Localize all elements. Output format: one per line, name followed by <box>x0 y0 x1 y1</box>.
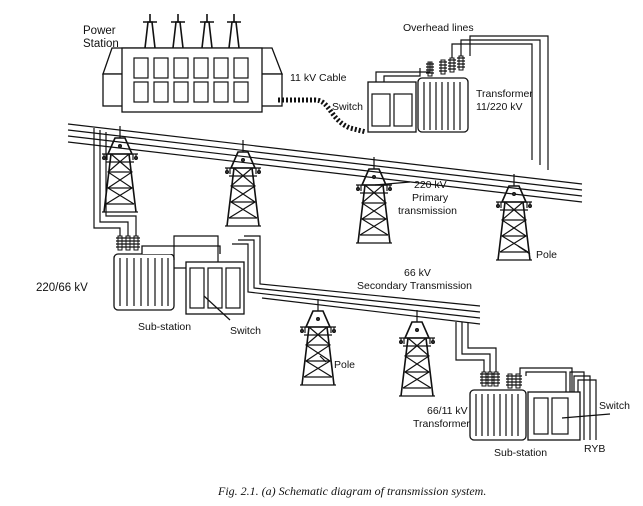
label-pole-mid: Pole <box>334 359 355 371</box>
secondary-line <box>232 235 481 325</box>
label-transformer-top-1: Transformer <box>476 88 533 100</box>
drop-to-substation <box>93 128 137 236</box>
label-transformer-bottom-1: 66/11 kV <box>427 405 468 417</box>
annotation-arrows <box>203 181 611 419</box>
primary-towers <box>101 125 533 261</box>
label-overhead-lines: Overhead lines <box>403 22 474 34</box>
figure-caption: Fig. 2.1. (a) Schematic diagram of trans… <box>217 484 486 498</box>
primary-line <box>67 123 583 203</box>
label-transformer-bottom-2: Transformer <box>413 418 470 430</box>
step-up-transformer <box>367 55 469 133</box>
label-secondary-2: Secondary Transmission <box>357 280 472 292</box>
label-substation-bottom: Sub-station <box>494 447 547 459</box>
label-secondary-1: 66 kV <box>404 267 431 279</box>
secondary-towers <box>299 298 436 397</box>
overhead-lines <box>451 35 549 170</box>
label-ratio-left: 220/66 kV <box>36 282 88 294</box>
label-transformer-top-2: 11/220 kV <box>476 101 523 113</box>
label-cable: 11 kV Cable <box>290 72 347 84</box>
label-switch-bottom: Switch <box>599 400 630 412</box>
label-primary-3: transmission <box>398 205 457 217</box>
power-station <box>102 14 283 113</box>
label-switch-left: Switch <box>230 325 261 337</box>
label-ryb: RYB <box>584 443 605 455</box>
label-substation-left: Sub-station <box>138 321 191 333</box>
cable-11kv <box>278 97 367 135</box>
label-pole-right: Pole <box>536 249 557 261</box>
drop-to-bottom-substation <box>455 322 497 372</box>
label-primary-1: 220 kV <box>414 179 447 191</box>
substation-bottom <box>469 367 597 441</box>
substation-left <box>113 235 245 315</box>
label-power-station-2: Station <box>83 38 119 50</box>
label-primary-2: Primary <box>412 192 449 204</box>
label-switch-top: Switch <box>332 101 363 113</box>
label-power-station-1: Power <box>83 25 116 37</box>
